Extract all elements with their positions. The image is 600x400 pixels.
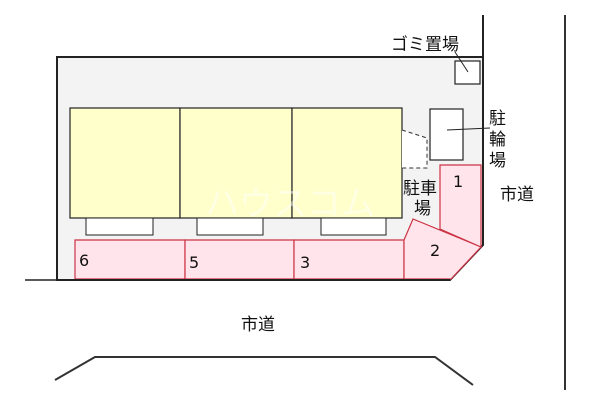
bicycle-label-3: 場	[489, 151, 506, 171]
parking-number-1: 1	[453, 172, 463, 191]
watermark: ハウスコム	[205, 184, 375, 224]
parking-number-6: 6	[79, 251, 89, 270]
parking-number-3: 3	[300, 253, 310, 272]
bicycle-parking-box	[429, 108, 464, 161]
building-unit	[179, 107, 293, 219]
building-unit	[69, 107, 181, 219]
parking-space-1	[439, 164, 482, 248]
porch	[85, 217, 154, 236]
parking-number-2: 2	[430, 241, 440, 260]
dashed-area	[401, 129, 428, 169]
bicycle-label-2: 輪	[489, 130, 506, 150]
garbage-leader-line	[454, 51, 469, 73]
parking-space-6	[74, 239, 186, 280]
bicycle-leader-line	[446, 127, 491, 131]
parking-label-1: 駐車	[403, 179, 437, 199]
garbage-label: ゴミ置場	[391, 34, 459, 55]
road-label-bottom: 市道	[241, 315, 275, 335]
porch	[196, 217, 264, 236]
parking-space-5	[184, 239, 295, 280]
parking-number-5: 5	[189, 253, 199, 272]
parking-label-2: 場	[414, 199, 431, 219]
road-label-right: 市道	[500, 185, 534, 205]
road-edge-bottom	[54, 356, 474, 386]
porch	[320, 217, 387, 236]
parking-space-3	[293, 239, 405, 280]
garbage-box	[454, 60, 481, 85]
bicycle-label-1: 駐	[489, 109, 506, 129]
